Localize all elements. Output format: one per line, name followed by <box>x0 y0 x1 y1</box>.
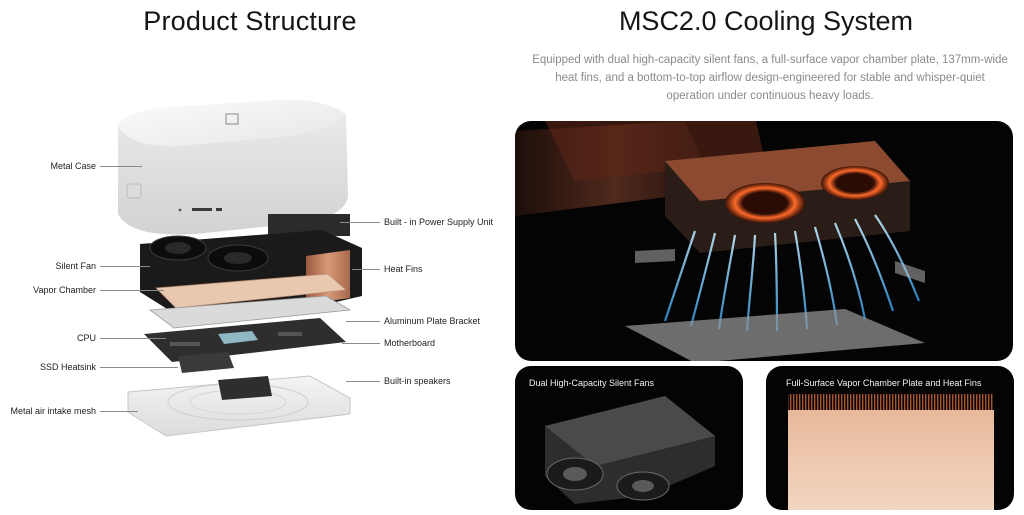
airflow-hero-panel <box>515 121 1013 361</box>
metal-case-shape <box>118 99 348 235</box>
cooling-description: Equipped with dual high-capacity silent … <box>532 54 1008 102</box>
label-aluminum-bracket: Aluminum Plate Bracket <box>384 316 481 326</box>
leader-line <box>352 269 380 270</box>
exploded-view-illustration <box>118 99 362 437</box>
leader-line <box>100 367 178 368</box>
airflow-illustration <box>515 121 925 361</box>
motherboard-shape <box>144 318 346 362</box>
dual-fan-illustration <box>545 396 715 504</box>
vapor-chamber-panel-caption: Full-Surface Vapor Chamber Plate and Hea… <box>786 378 982 388</box>
leader-line <box>100 266 150 267</box>
aluminum-bracket-shape <box>148 295 352 329</box>
vapor-chamber-panel: Full-Surface Vapor Chamber Plate and Hea… <box>766 366 1014 510</box>
label-intake-mesh: Metal air intake mesh <box>10 406 96 416</box>
label-power-supply: Built - in Power Supply Unit <box>384 217 494 227</box>
leader-line <box>100 166 142 167</box>
ssd-heatsink-shape <box>178 352 234 373</box>
cooling-title: MSC2.0 Cooling System <box>618 6 914 36</box>
leader-line <box>346 381 380 382</box>
label-heat-fins: Heat Fins <box>384 264 423 274</box>
leader-line <box>100 411 138 412</box>
label-silent-fan: Silent Fan <box>55 261 96 271</box>
fans-panel-caption: Dual High-Capacity Silent Fans <box>529 378 655 388</box>
psu-shape <box>268 214 350 236</box>
leader-line <box>340 222 380 223</box>
label-vapor-chamber: Vapor Chamber <box>33 285 96 295</box>
intake-mesh-shape <box>127 375 351 437</box>
label-cpu: CPU <box>76 333 96 343</box>
vapor-chamber-illustration <box>788 394 994 510</box>
label-ssd-heatsink: SSD Heatsink <box>39 362 96 372</box>
structure-title: Product Structure <box>143 6 357 36</box>
vapor-chamber-shape <box>155 273 347 309</box>
label-metal-case: Metal Case <box>50 161 96 171</box>
fans-panel: Dual High-Capacity Silent Fans <box>515 366 743 510</box>
label-speakers: Built-in speakers <box>384 376 451 386</box>
leader-line <box>100 290 164 291</box>
leader-line <box>342 343 380 344</box>
leader-line <box>346 321 380 322</box>
leader-line <box>100 338 166 339</box>
label-motherboard: Motherboard <box>384 338 436 348</box>
